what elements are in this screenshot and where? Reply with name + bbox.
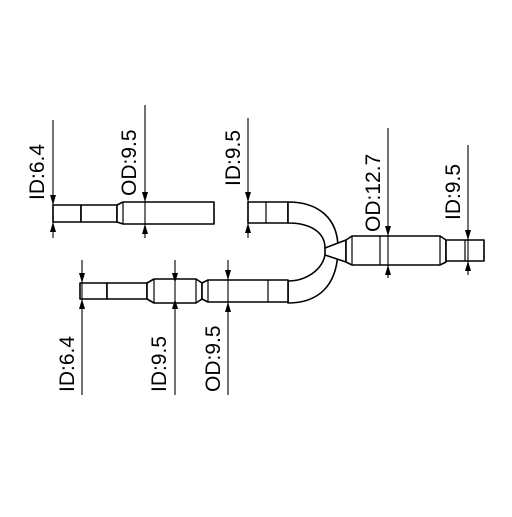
label-top-left-id: ID:6.4 <box>26 144 49 200</box>
right-pipe <box>345 235 485 266</box>
dim-top-left-id: ID:6.4 <box>26 120 56 238</box>
label-bottom-left-id: ID:6.4 <box>56 336 79 392</box>
dim-bottom-right-od: OD:9.5 <box>202 260 231 395</box>
top-left-pipe <box>52 201 215 225</box>
dim-bottom-left-id: ID:6.4 <box>56 260 85 395</box>
label-right-id: ID:9.5 <box>442 164 465 220</box>
dim-right-od: OD:12.7 <box>362 128 391 278</box>
label-top-left-od: OD:9.5 <box>118 129 141 196</box>
dim-u-top-id: ID:9.5 <box>222 118 251 238</box>
label-right-od: OD:12.7 <box>362 154 385 232</box>
u-bend-pipe <box>247 201 347 304</box>
bottom-pipe <box>79 278 289 304</box>
dim-right-id: ID:9.5 <box>442 145 471 275</box>
dim-bottom-mid-id: ID:9.5 <box>148 260 178 395</box>
label-u-top-id: ID:9.5 <box>222 130 245 186</box>
label-bottom-right-od: OD:9.5 <box>202 325 225 392</box>
label-bottom-mid-id: ID:9.5 <box>148 336 171 392</box>
dim-top-left-od: OD:9.5 <box>118 105 148 238</box>
